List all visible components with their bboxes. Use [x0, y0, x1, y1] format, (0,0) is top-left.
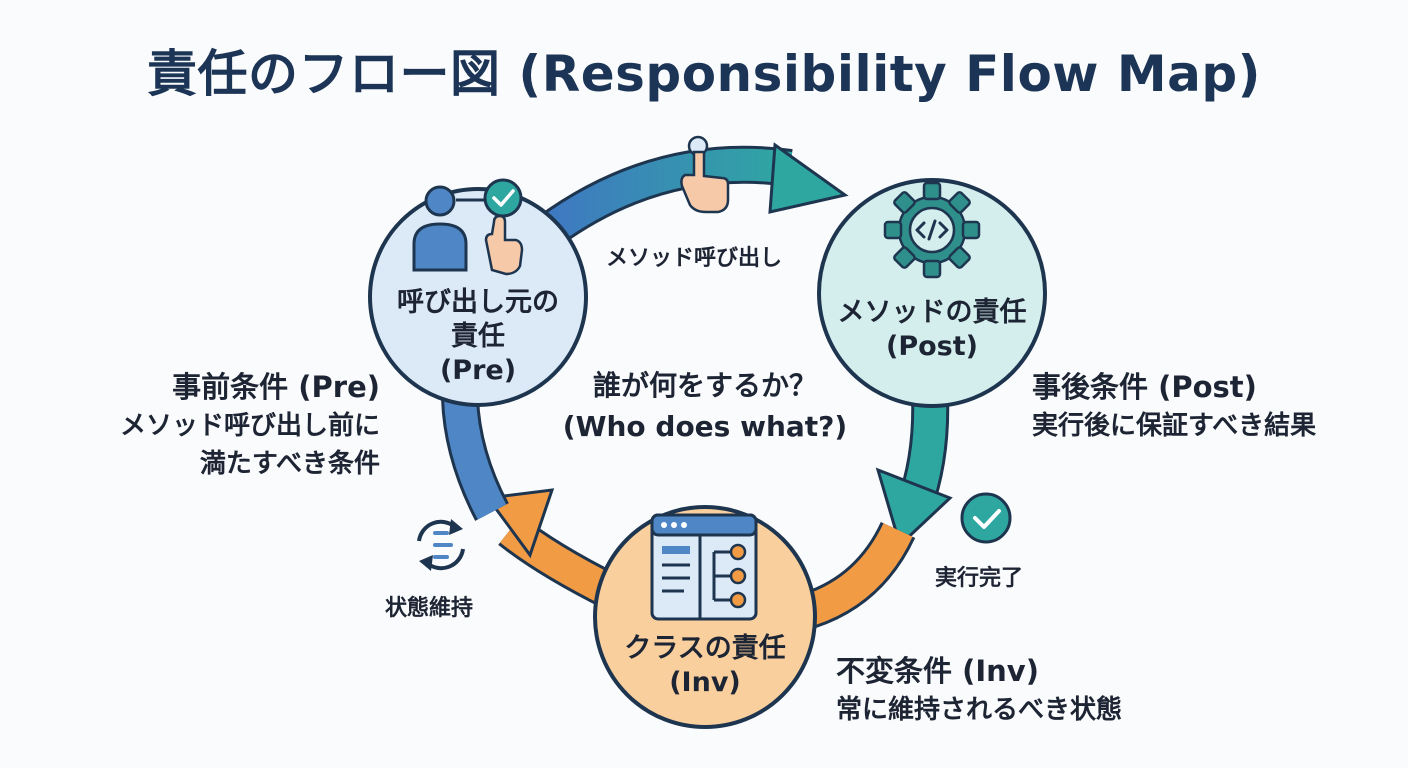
gear-code-icon — [883, 181, 981, 279]
invariant-desc-line1: 常に維持されるべき状態 — [836, 695, 1123, 726]
class-node-label: クラスの責任 (Inv) — [590, 632, 820, 700]
pre-condition-desc-line2: 満たすべき条件 — [199, 448, 380, 479]
caller-label-line2: 責任 — [451, 320, 505, 352]
execution-complete-label: 実行完了 — [935, 566, 1024, 591]
pointer-hand-icon — [680, 135, 730, 214]
class-structure-icon — [650, 513, 758, 621]
post-condition-block: 事後条件 (Post) 実行後に保証すべき結果 — [1032, 366, 1372, 446]
method-node-label: メソッドの責任 (Post) — [812, 296, 1052, 364]
center-question-en: (Who does what?) — [562, 409, 848, 443]
completion-check-icon — [960, 492, 1012, 544]
caller-label-line3: (Pre) — [439, 354, 517, 386]
person-pointing-icon — [412, 185, 524, 276]
page-title: 責任のフロー図 (Responsibility Flow Map) — [146, 45, 1262, 103]
pre-condition-desc-line1: メソッド呼び出し前に — [119, 411, 380, 442]
method-label-line2: (Post) — [886, 330, 978, 362]
check-icon — [483, 178, 523, 218]
class-label-line1: クラスの責任 — [624, 633, 786, 664]
caller-node-label: 呼び出し元の 責任 (Pre) — [368, 286, 588, 387]
method-label-line1: メソッドの責任 — [837, 297, 1027, 328]
post-condition-desc-line1: 実行後に保証すべき結果 — [1032, 411, 1317, 442]
center-question: 誰が何をするか？ (Who does what?) — [560, 366, 850, 447]
center-question-ja: 誰が何をするか？ — [592, 369, 817, 402]
method-node-circle — [817, 178, 1047, 408]
post-condition-heading: 事後条件 (Post) — [1032, 370, 1257, 404]
pre-condition-block: 事前条件 (Pre) メソッド呼び出し前に 満たすべき条件 — [70, 366, 380, 483]
state-maintain-label: 状態維持 — [385, 596, 474, 621]
method-call-label: メソッド呼び出し — [606, 246, 783, 271]
caller-label-line1: 呼び出し元の — [397, 287, 559, 318]
class-label-line2: (Inv) — [669, 666, 741, 698]
arrow-caller-to-method — [536, 142, 849, 248]
invariant-block: 不変条件 (Inv) 常に維持されるべき状態 — [836, 650, 1186, 730]
pre-condition-heading: 事前条件 (Pre) — [172, 370, 380, 404]
invariant-heading: 不変条件 (Inv) — [836, 654, 1039, 688]
cycle-arrows-icon — [417, 519, 465, 571]
